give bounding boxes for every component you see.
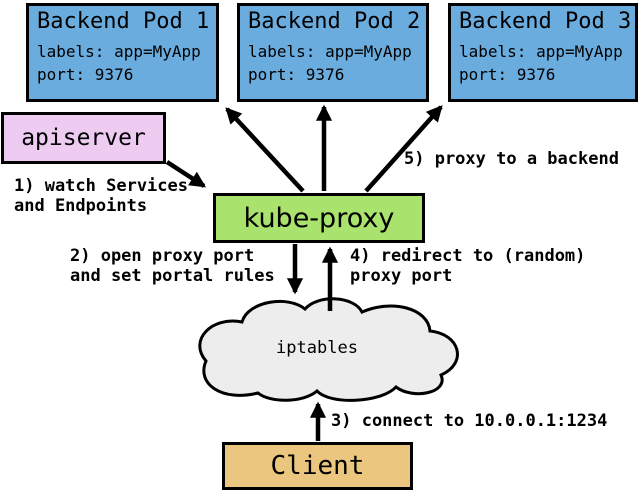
pod-port-line: port: 9376: [37, 65, 134, 84]
pod-port-line: port: 9376: [459, 65, 556, 84]
kube-proxy-box: kube-proxy: [213, 193, 425, 243]
pod-labels-line: labels: app=MyApp: [459, 42, 623, 61]
arrow-kubeproxy-to-pod1: [225, 107, 305, 193]
annotation-step1: 1) watch Services and Endpoints: [14, 176, 188, 216]
annotation-step3: 3) connect to 10.0.0.1:1234: [331, 411, 608, 431]
apiserver-box: apiserver: [1, 112, 166, 164]
annotation-step4: 4) redirect to (random) proxy port: [350, 246, 586, 286]
apiserver-label: apiserver: [21, 125, 146, 151]
backend-pod-3-box: Backend Pod 3 labels: app=MyApp port: 93…: [448, 3, 638, 102]
pod-port-line: port: 9376: [248, 65, 345, 84]
iptables-label: iptables: [276, 338, 358, 358]
pod-labels-line: labels: app=MyApp: [37, 42, 201, 61]
pod-title: Backend Pod 2: [248, 9, 421, 34]
backend-pod-2-box: Backend Pod 2 labels: app=MyApp port: 93…: [237, 3, 429, 102]
annotation-step2: 2) open proxy port and set portal rules: [70, 246, 275, 286]
pod-title: Backend Pod 1: [37, 9, 210, 34]
client-box: Client: [222, 442, 413, 490]
pod-labels-line: labels: app=MyApp: [248, 42, 412, 61]
backend-pod-1-box: Backend Pod 1 labels: app=MyApp port: 93…: [26, 3, 219, 102]
kube-proxy-label: kube-proxy: [243, 202, 395, 234]
client-label: Client: [270, 451, 365, 481]
annotation-step5: 5) proxy to a backend: [404, 149, 619, 169]
pod-title: Backend Pod 3: [459, 9, 632, 34]
